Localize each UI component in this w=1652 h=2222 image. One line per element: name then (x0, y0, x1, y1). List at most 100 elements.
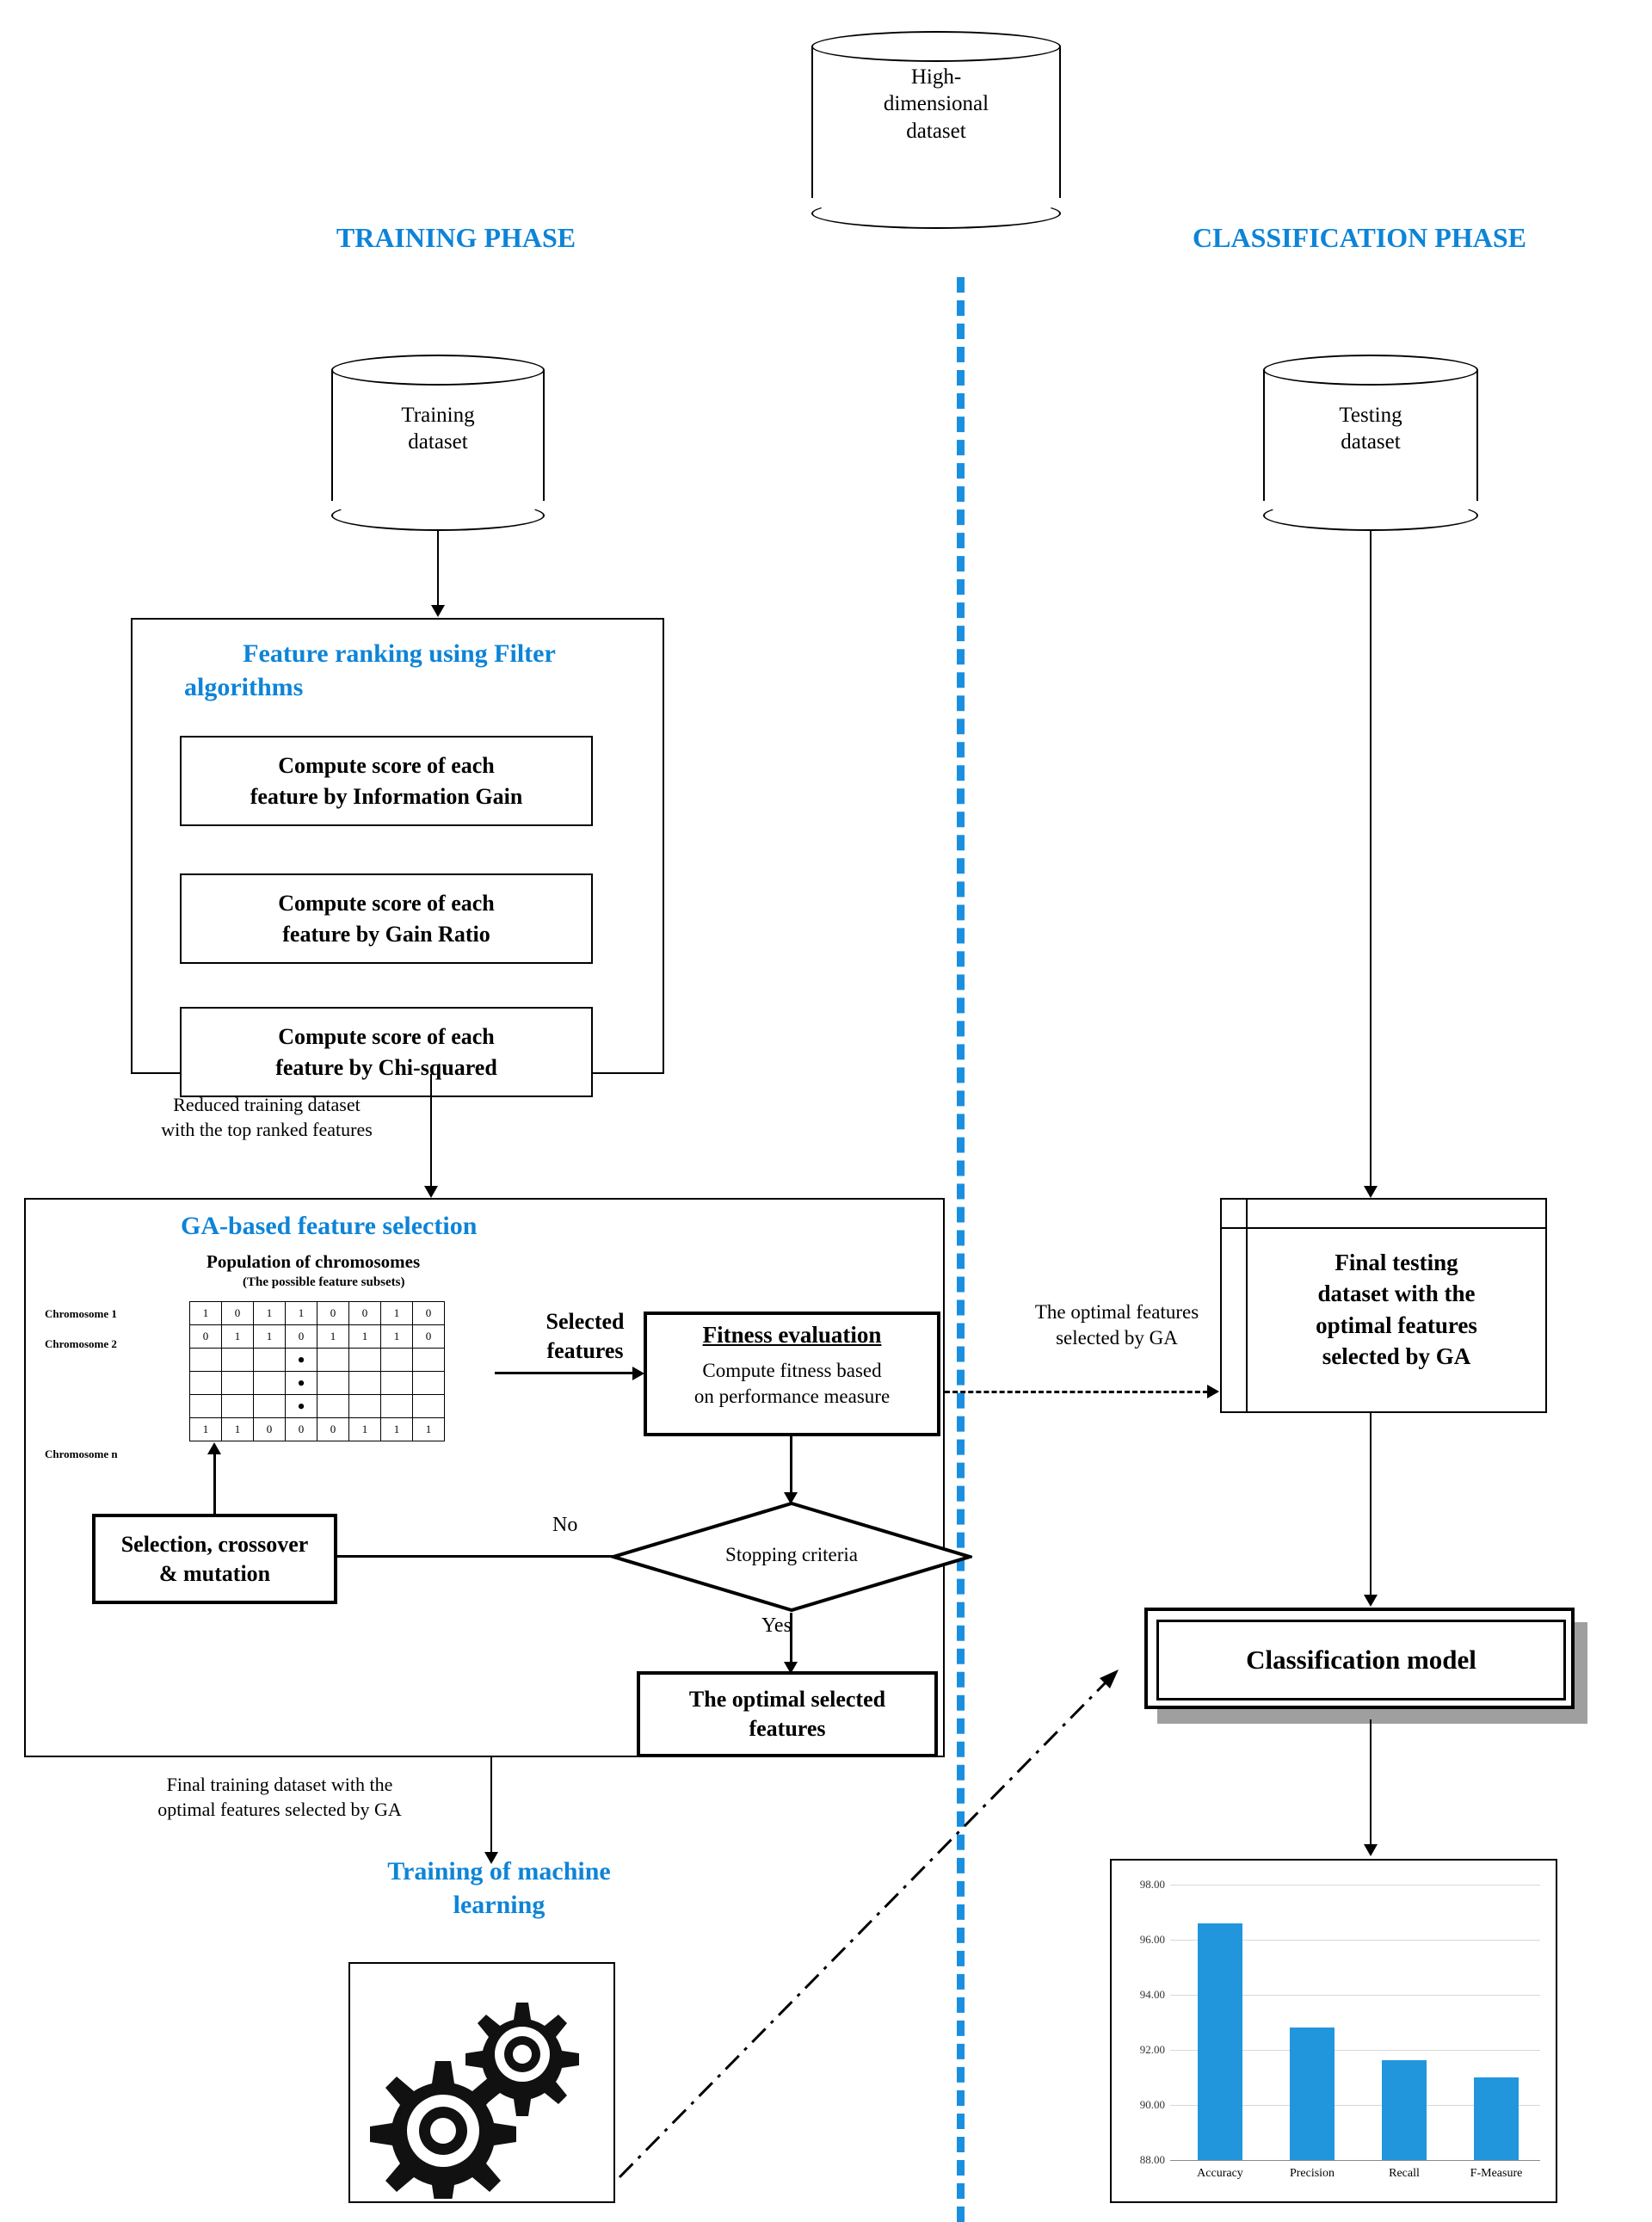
filter-title-line1: Feature ranking using Filter (243, 639, 556, 668)
chi-line1: Compute score of each (278, 1024, 495, 1050)
arrow-scm-to-population-head (207, 1442, 221, 1454)
cell: 1 (348, 1417, 381, 1441)
dashed-edge-to-final-testing (945, 1391, 1216, 1393)
optimal-features-edge-caption: The optimal features selected by GA (979, 1299, 1254, 1351)
stopping-criteria-diamond: Stopping criteria (607, 1501, 976, 1613)
cell: 0 (412, 1301, 445, 1325)
cylinder-bottom (331, 500, 545, 531)
cell: 1 (412, 1417, 445, 1441)
cell: 1 (380, 1417, 413, 1441)
selection-crossover-mutation-box: Selection, crossover & mutation (92, 1514, 337, 1604)
gridline (1170, 2050, 1540, 2051)
chromosome-n-label: Chromosome n (45, 1447, 118, 1460)
cell (348, 1371, 381, 1395)
chromosome-1-label: Chromosome 1 (45, 1307, 117, 1320)
cell: 1 (317, 1324, 349, 1349)
sf-line1: Selected (546, 1309, 625, 1334)
cell (189, 1394, 222, 1418)
testing-dataset-cylinder: Testing dataset (1263, 355, 1478, 531)
dashdot-edge-gears-to-model (618, 1670, 1119, 2179)
chromosome-grid: 1 0 1 1 0 0 1 0 0 1 1 0 1 1 1 0 (189, 1301, 445, 1441)
ftd-line1: Final training dataset with the (166, 1774, 393, 1795)
y-tick-label: 96.00 (1139, 1933, 1165, 1946)
box-inner-line-top (1222, 1227, 1545, 1229)
table-row-ellipsis: • (189, 1348, 445, 1372)
classification-phase-title: CLASSIFICATION PHASE (1193, 222, 1526, 253)
x-tick-label: Accuracy (1197, 2167, 1243, 2180)
box-inner-line-left (1246, 1200, 1248, 1411)
arrow-testing-to-final-line (1370, 531, 1372, 1189)
arrow-training-to-filter-line (437, 531, 439, 608)
cell (380, 1394, 413, 1418)
fitness-evaluation-box: Fitness evaluation Compute fitness based… (644, 1312, 940, 1436)
training-dataset-label: Training dataset (331, 402, 545, 456)
training-dataset-cylinder: Training dataset (331, 355, 545, 531)
cylinder-top (1263, 355, 1478, 386)
hd-line1: High- (910, 65, 962, 89)
training-line1: Training (401, 404, 475, 427)
y-tick-label: 92.00 (1139, 2043, 1165, 2056)
arrow-yes-line (790, 1613, 792, 1666)
table-row: 1 0 1 1 0 0 1 0 (189, 1301, 445, 1325)
cylinder-bottom (1263, 500, 1478, 531)
cell (380, 1348, 413, 1372)
cell: 0 (317, 1417, 349, 1441)
fitness-desc: Compute fitness based on performance mea… (647, 1358, 937, 1410)
arrow-selected-features-head (632, 1367, 644, 1380)
cell: 1 (221, 1417, 254, 1441)
tml-line1: Training of machine (387, 1857, 611, 1886)
reduced-line1: Reduced training dataset (173, 1094, 361, 1115)
of-line2: selected by GA (1056, 1326, 1178, 1349)
population-title: Population of chromosomes (206, 1251, 421, 1272)
filter-item-information-gain: Compute score of each feature by Informa… (180, 736, 593, 826)
cylinder-body (1263, 370, 1478, 501)
cell (189, 1371, 222, 1395)
final-training-dataset-caption: Final training dataset with the optimal … (103, 1773, 456, 1822)
ft-line4: selected by GA (1322, 1343, 1471, 1370)
y-tick-label: 94.00 (1139, 1988, 1165, 2001)
cell: 0 (221, 1301, 254, 1325)
cylinder-body (811, 46, 1061, 198)
scm-label: Selection, crossover & mutation (96, 1517, 334, 1601)
filter-block-title: Feature ranking using Filter algorithms (133, 637, 666, 704)
arrow-yes-head (784, 1662, 798, 1674)
ft-line3: optimal features (1316, 1312, 1477, 1338)
gears-icon (370, 2003, 579, 2199)
table-row-ellipsis: • (189, 1394, 445, 1418)
hd-line3: dataset (906, 119, 966, 143)
cell: 1 (221, 1324, 254, 1349)
fitness-title: Fitness evaluation (702, 1322, 882, 1348)
chromosome-2-label: Chromosome 2 (45, 1337, 117, 1350)
testing-line2: dataset (1341, 430, 1401, 454)
no-label: No (552, 1514, 578, 1536)
arrow-filter-to-ga-head (424, 1186, 438, 1198)
cell: 1 (189, 1417, 222, 1441)
classification-model-inner: Classification model (1156, 1620, 1566, 1700)
cell (189, 1348, 222, 1372)
cell (412, 1371, 445, 1395)
filter-item-label: Compute score of each feature by Gain Ra… (182, 875, 591, 962)
classification-model-label: Classification model (1246, 1645, 1476, 1675)
arrow-filter-to-ga-line (430, 1074, 432, 1190)
table-row: 0 1 1 0 1 1 1 0 (189, 1324, 445, 1349)
of-line1: The optimal features (1034, 1301, 1199, 1323)
bar-f-measure (1474, 2077, 1519, 2160)
gears-box (348, 1962, 615, 2203)
chromosome-table: 1 0 1 1 0 0 1 0 0 1 1 0 1 1 1 0 (189, 1301, 445, 1441)
cylinder-top (811, 31, 1061, 62)
filter-algorithms-block: Feature ranking using Filter algorithms … (131, 618, 666, 1097)
cell: • (285, 1371, 317, 1395)
cell: 0 (285, 1417, 317, 1441)
reduced-training-dataset-caption: Reduced training dataset with the top ra… (108, 1093, 426, 1142)
arrow-scm-to-population-line (213, 1447, 216, 1515)
cell: 1 (380, 1301, 413, 1325)
training-phase-title: TRAINING PHASE (336, 222, 576, 253)
cell: 1 (285, 1301, 317, 1325)
osf-label: The optimal selected features (640, 1675, 934, 1754)
yes-label: Yes (761, 1614, 792, 1637)
fitness-line1: Compute fitness based (702, 1360, 882, 1381)
selected-features-label: Selected features (516, 1307, 654, 1366)
dashed-edge-arrow-head (1207, 1385, 1219, 1398)
cell: 1 (253, 1301, 286, 1325)
stopping-criteria-label: Stopping criteria (725, 1544, 858, 1565)
